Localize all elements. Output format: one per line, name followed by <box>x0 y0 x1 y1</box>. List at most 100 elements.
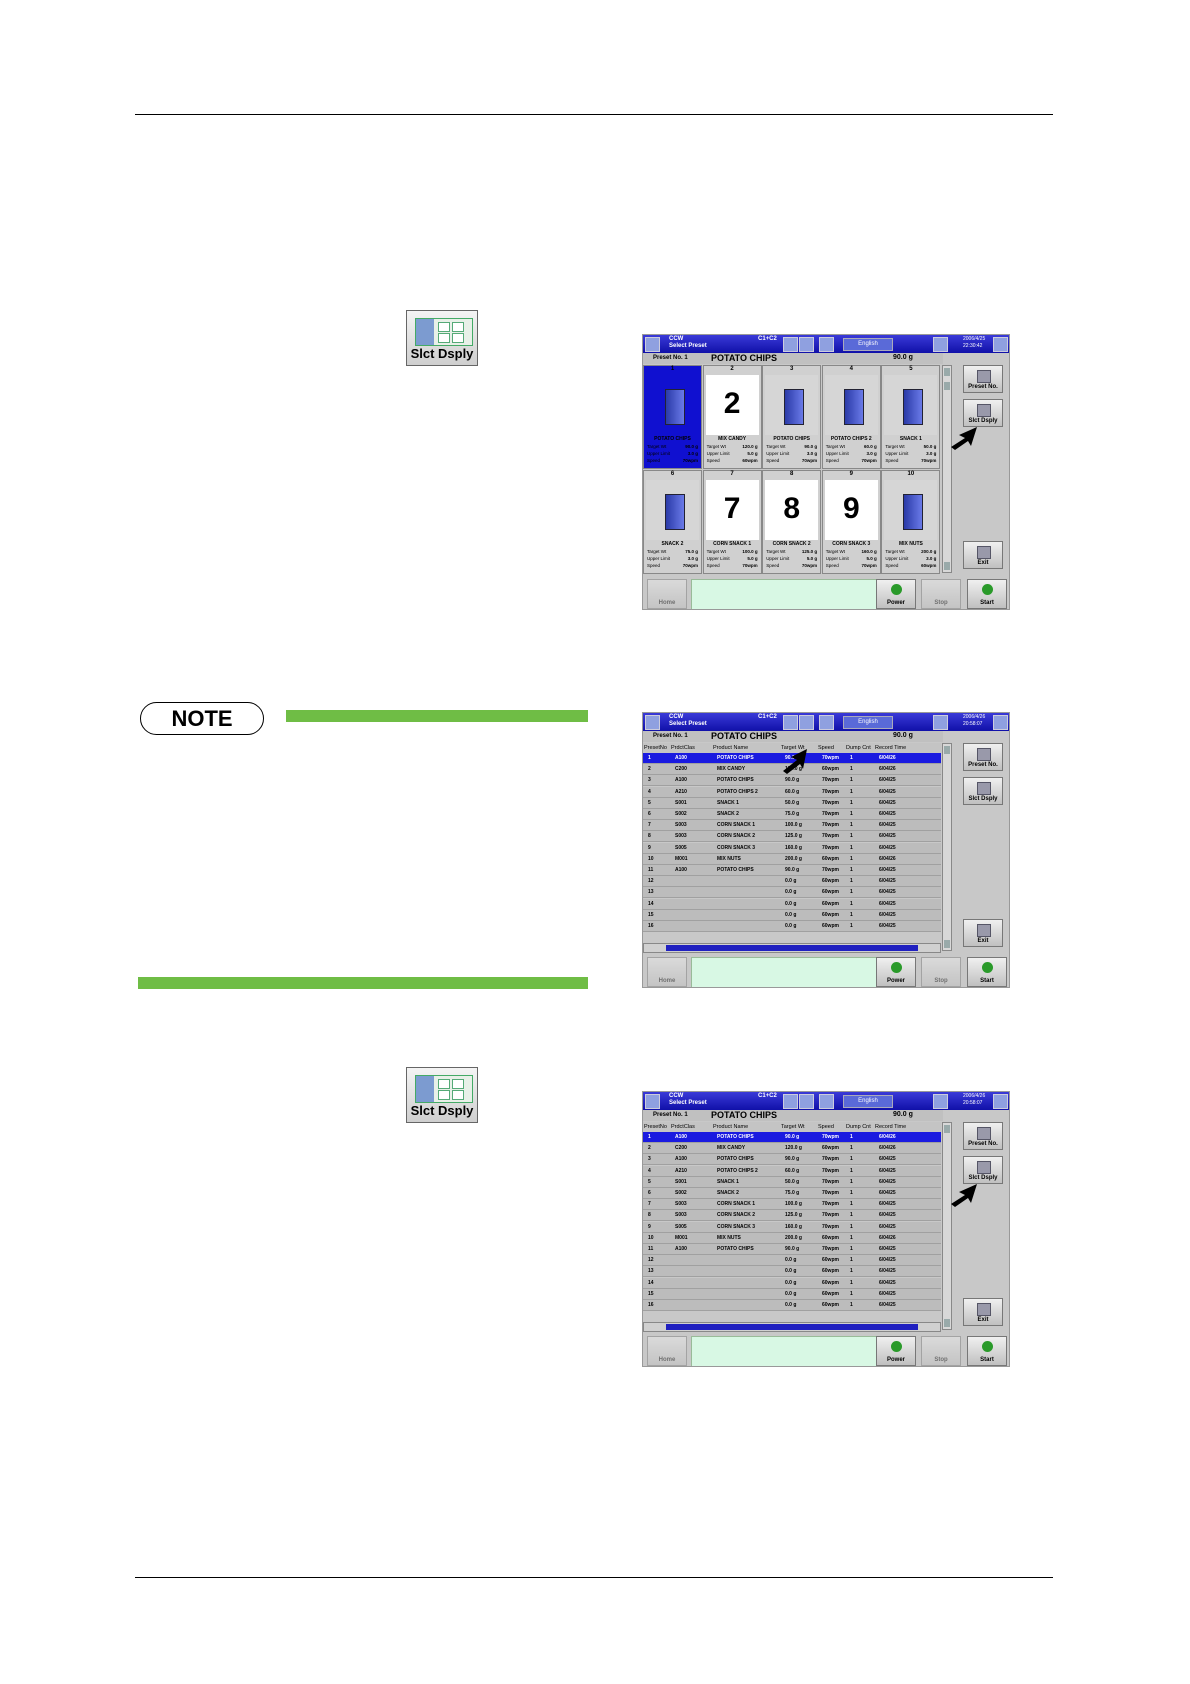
language-selector[interactable]: English <box>843 1095 893 1108</box>
menu-icon[interactable] <box>645 715 660 730</box>
edit-icon[interactable] <box>783 715 798 730</box>
start-button[interactable]: Start <box>967 579 1007 609</box>
tool-icon[interactable] <box>819 715 834 730</box>
power-button[interactable]: Power <box>876 957 916 987</box>
column-header[interactable]: Speed <box>818 745 834 751</box>
vertical-scrollbar[interactable] <box>942 365 952 573</box>
vertical-scrollbar[interactable] <box>942 743 952 951</box>
help-icon[interactable] <box>993 1094 1008 1109</box>
stop-button[interactable]: Stop <box>921 957 961 987</box>
column-header[interactable]: Record Time <box>875 1124 907 1130</box>
column-header[interactable]: PrdctClas <box>671 745 695 751</box>
column-header[interactable]: Dump Cnt <box>846 745 871 751</box>
language-selector[interactable]: English <box>843 338 893 351</box>
horizontal-scrollbar[interactable] <box>643 1322 941 1332</box>
column-header[interactable]: Target Wt <box>781 745 805 751</box>
column-header[interactable]: Speed <box>818 1124 834 1130</box>
preset-no-button[interactable]: Preset No. <box>963 743 1003 771</box>
home-button[interactable]: Home <box>647 579 687 609</box>
menu-icon[interactable] <box>645 337 660 352</box>
column-header[interactable]: PrdctClas <box>671 1124 695 1130</box>
chart-icon[interactable] <box>799 715 814 730</box>
chart-icon[interactable] <box>799 1094 814 1109</box>
exit-button[interactable]: Exit <box>963 541 1003 569</box>
home-button[interactable]: Home <box>647 957 687 987</box>
horizontal-scrollbar[interactable] <box>643 943 941 953</box>
column-header[interactable]: Record Time <box>875 745 907 751</box>
monitor-icon[interactable] <box>933 715 948 730</box>
exit-button[interactable]: Exit <box>963 1298 1003 1326</box>
edit-icon[interactable] <box>783 1094 798 1109</box>
column-header[interactable]: Product Name <box>713 1124 749 1130</box>
slct-dsply-button[interactable]: Slct Dsply <box>963 1156 1003 1184</box>
column-header[interactable]: Target Wt <box>781 1124 805 1130</box>
tool-icon[interactable] <box>819 337 834 352</box>
start-button[interactable]: Start <box>967 1336 1007 1366</box>
power-button[interactable]: Power <box>876 1336 916 1366</box>
monitor-icon[interactable] <box>933 337 948 352</box>
language-selector[interactable]: English <box>843 716 893 729</box>
column-header[interactable]: Product Name <box>713 745 749 751</box>
start-button[interactable]: Start <box>967 957 1007 987</box>
power-button[interactable]: Power <box>876 579 916 609</box>
preset-no-button[interactable]: Preset No. <box>963 365 1003 393</box>
help-icon[interactable] <box>993 715 1008 730</box>
stop-button[interactable]: Stop <box>921 1336 961 1366</box>
exit-button[interactable]: Exit <box>963 919 1003 947</box>
help-icon[interactable] <box>993 337 1008 352</box>
column-header[interactable]: PresetNo <box>644 1124 667 1130</box>
preset-no-button[interactable]: Preset No. <box>963 1122 1003 1150</box>
vertical-scrollbar[interactable] <box>942 1122 952 1330</box>
column-header[interactable]: Dump Cnt <box>846 1124 871 1130</box>
tool-icon[interactable] <box>819 1094 834 1109</box>
home-button[interactable]: Home <box>647 1336 687 1366</box>
chart-icon[interactable] <box>799 337 814 352</box>
edit-icon[interactable] <box>783 337 798 352</box>
stop-button[interactable]: Stop <box>921 579 961 609</box>
menu-icon[interactable] <box>645 1094 660 1109</box>
slct-dsply-button[interactable]: Slct Dsply <box>963 399 1003 427</box>
column-header[interactable]: PresetNo <box>644 745 667 751</box>
monitor-icon[interactable] <box>933 1094 948 1109</box>
